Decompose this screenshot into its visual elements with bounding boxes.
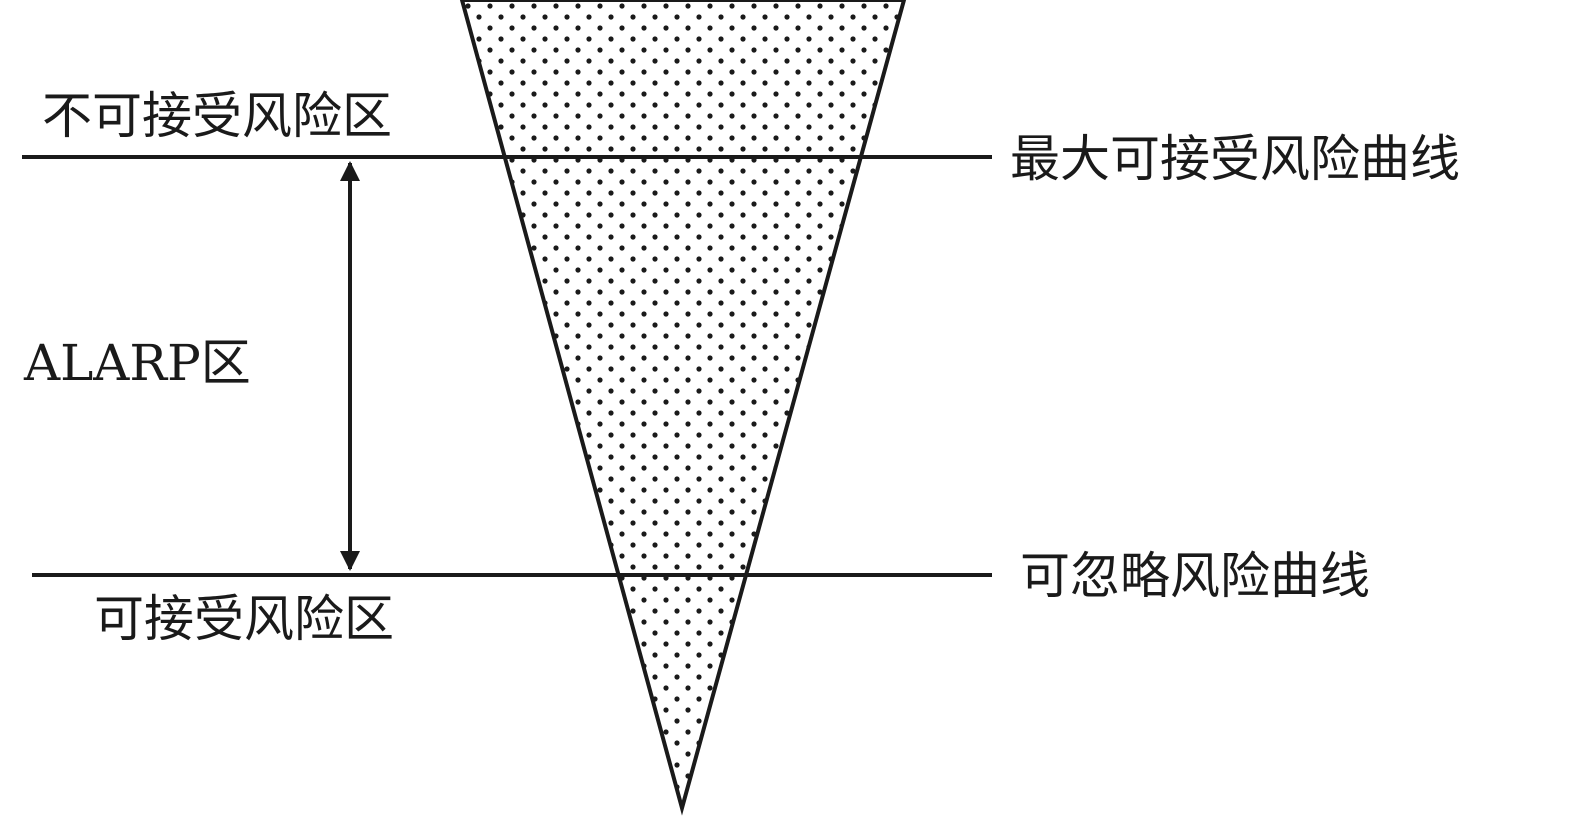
acceptable-zone-label: 可接受风险区 bbox=[94, 590, 394, 648]
unacceptable-zone-label: 不可接受风险区 bbox=[42, 87, 392, 145]
max-acceptable-curve-label: 最大可接受风险曲线 bbox=[1010, 130, 1460, 188]
alarp-zone-label: ALARP区 bbox=[23, 334, 251, 392]
risk-triangle bbox=[459, 0, 907, 816]
negligible-curve-label: 可忽略风险曲线 bbox=[1020, 547, 1370, 605]
